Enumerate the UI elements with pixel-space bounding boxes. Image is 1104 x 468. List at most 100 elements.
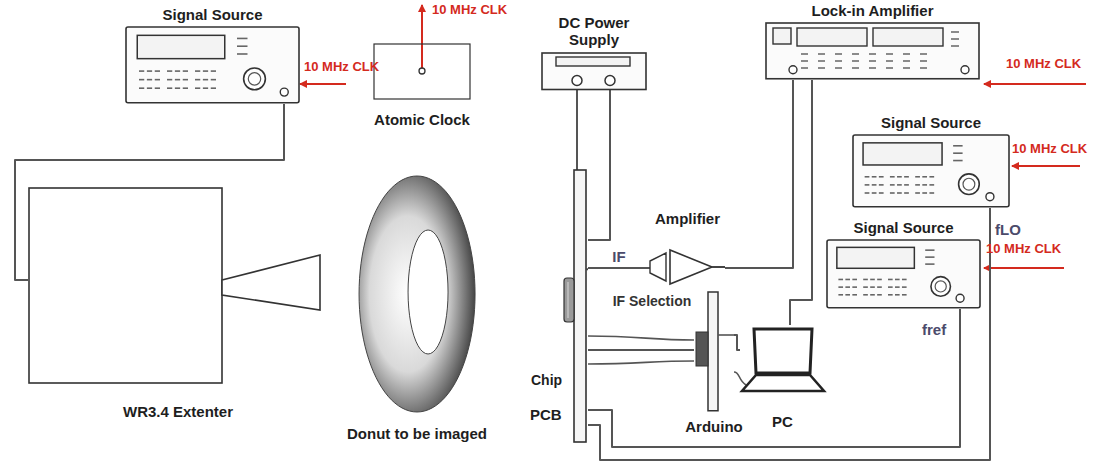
- svg-line: [922, 184, 927, 186]
- signal-source: Signal Source: [852, 114, 1010, 208]
- svg-line: [915, 176, 920, 178]
- svg-line: [183, 88, 188, 90]
- svg-line: [211, 88, 216, 90]
- svg-rect: [708, 292, 718, 411]
- extender: WR3.4 Extenter: [28, 185, 328, 420]
- node-title: PCB: [530, 406, 570, 423]
- svg-rect: [29, 188, 222, 383]
- svg-line: [845, 287, 850, 289]
- svg-line: [870, 294, 875, 296]
- lock-in-amplifier-drawing: [765, 22, 980, 80]
- svg-rect: [542, 53, 646, 90]
- cable: [588, 208, 990, 460]
- svg-line: [915, 192, 920, 194]
- signal-source-drawing: [826, 239, 981, 309]
- node-title: Donut to be imaged: [342, 425, 492, 442]
- svg-rect: [126, 27, 299, 103]
- svg-line: [568, 282, 569, 318]
- svg-line: [890, 192, 895, 194]
- node-title: Lock-in Amplifier: [765, 2, 980, 19]
- svg-line: [888, 287, 893, 289]
- svg-line: [904, 192, 909, 194]
- svg-circle: [789, 66, 797, 74]
- svg-rect: [696, 332, 708, 366]
- svg-line: [863, 279, 868, 281]
- lock-in-amplifier: Lock-in Amplifier: [765, 2, 980, 80]
- svg-rect: [873, 28, 943, 46]
- clock-label: 10 MHz CLK: [304, 60, 379, 75]
- svg-rect: [374, 44, 470, 99]
- svg-line: [903, 54, 910, 56]
- svg-line: [203, 79, 208, 81]
- signal-source-drawing: [852, 134, 1010, 208]
- svg-circle: [244, 68, 266, 90]
- svg-line: [953, 145, 962, 147]
- svg-line: [195, 88, 200, 90]
- svg-line: [237, 46, 248, 48]
- clk-arrow: [421, 5, 423, 71]
- svg-path: [222, 255, 320, 310]
- svg-line: [888, 279, 893, 281]
- clk-arrow: [984, 267, 1064, 269]
- svg-rect: [827, 240, 980, 308]
- svg-line: [155, 79, 160, 81]
- svg-path: [670, 250, 712, 284]
- svg-line: [872, 192, 877, 194]
- cable: [588, 309, 960, 447]
- svg-line: [869, 61, 876, 63]
- svg-circle: [280, 88, 288, 96]
- svg-line: [237, 38, 248, 40]
- svg-circle: [959, 174, 980, 195]
- clk-arrow: [300, 83, 346, 85]
- svg-line: [838, 287, 843, 289]
- dc-power-supply-drawing: [540, 52, 648, 91]
- signal-name: IF: [610, 248, 627, 265]
- svg-line: [951, 46, 959, 48]
- svg-line: [920, 54, 927, 56]
- svg-line: [951, 39, 959, 41]
- svg-line: [903, 68, 910, 70]
- svg-line: [586, 268, 588, 270]
- cable: [588, 349, 694, 351]
- svg-circle: [986, 193, 994, 201]
- svg-circle: [572, 75, 582, 85]
- svg-line: [897, 176, 902, 178]
- svg-rect: [766, 23, 979, 79]
- svg-line: [903, 61, 910, 63]
- svg-line: [879, 192, 884, 194]
- svg-line: [237, 53, 248, 55]
- signal-source-drawing: [125, 26, 300, 104]
- svg-line: [155, 71, 160, 73]
- node-title: DC Power Supply: [548, 14, 640, 49]
- svg-line: [175, 79, 180, 81]
- svg-line: [211, 79, 216, 81]
- svg-circle: [419, 68, 425, 74]
- atomic-clock-drawing: [372, 42, 472, 108]
- pcb-board-drawing: [530, 165, 588, 447]
- svg-line: [951, 32, 959, 34]
- svg-line: [852, 294, 857, 296]
- node-title: PC: [740, 413, 825, 430]
- svg-line: [922, 176, 927, 178]
- cable: [790, 80, 812, 325]
- amplifier-drawing: [650, 230, 725, 290]
- svg-line: [870, 287, 875, 289]
- svg-line: [183, 71, 188, 73]
- svg-line: [877, 294, 882, 296]
- svg-line: [897, 184, 902, 186]
- svg-line: [139, 88, 144, 90]
- clk-arrow: [984, 83, 1086, 85]
- node-title: Signal Source: [125, 6, 300, 23]
- svg-line: [929, 176, 934, 178]
- usb-wire: [734, 372, 746, 385]
- svg-line: [902, 294, 907, 296]
- svg-line: [904, 184, 909, 186]
- svg-circle: [963, 179, 975, 191]
- clock-label: 10 MHz CLK: [986, 242, 1061, 257]
- svg-line: [845, 279, 850, 281]
- node-title: Amplifier: [643, 210, 733, 227]
- svg-line: [895, 287, 900, 289]
- svg-line: [852, 61, 859, 63]
- svg-line: [852, 279, 857, 281]
